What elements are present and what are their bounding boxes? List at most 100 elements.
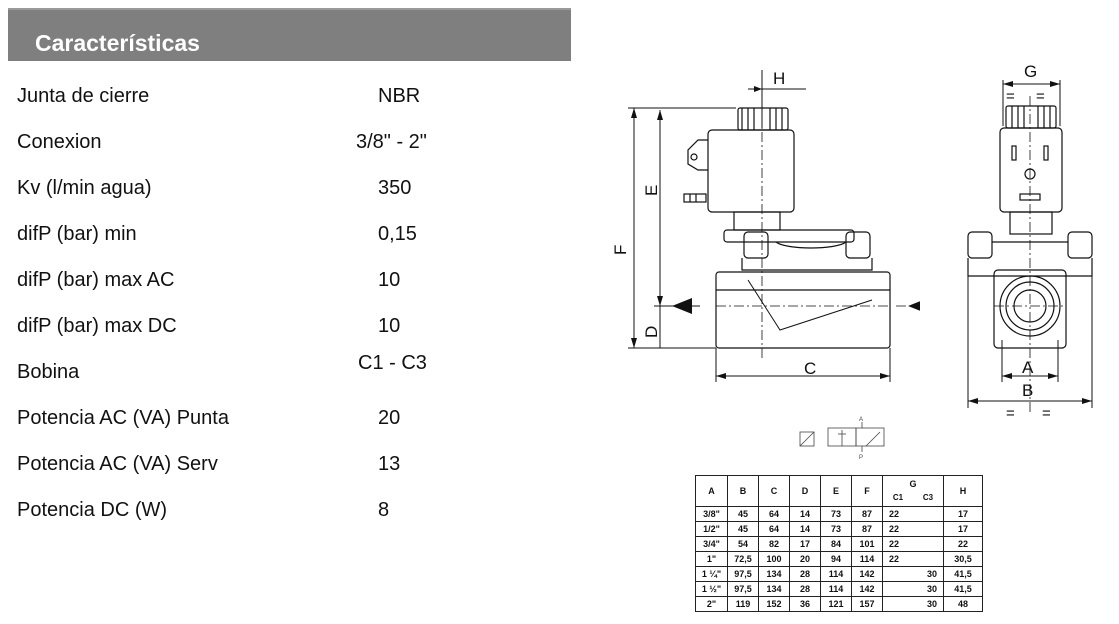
table-cell: 3/8" xyxy=(695,506,728,522)
table-cell: 82 xyxy=(758,536,790,552)
table-cell: 30 xyxy=(913,596,944,612)
dim-label-h: H xyxy=(773,69,785,88)
section-header: Características xyxy=(8,8,571,61)
table-cell: 87 xyxy=(851,506,883,522)
table-cell: 97,5 xyxy=(727,566,759,582)
dim-label-b: B xyxy=(1022,381,1033,400)
table-header-cell: A xyxy=(695,475,728,507)
table-header-cell: E xyxy=(820,475,852,507)
table-cell: 84 xyxy=(820,536,852,552)
section-title: Características xyxy=(35,30,200,56)
spec-value: 8 xyxy=(378,499,390,521)
dim-label-a: A xyxy=(1022,358,1034,377)
spec-value: 10 xyxy=(378,315,401,337)
dim-label-d: D xyxy=(642,326,661,338)
table-cell: 22 xyxy=(882,506,913,522)
spec-row: Potencia DC (W) 8 xyxy=(17,499,537,529)
table-cell: 114 xyxy=(851,551,883,567)
spec-label: Bobina xyxy=(17,361,80,383)
spec-label: Junta de cierre xyxy=(17,85,150,107)
table-cell: 14 xyxy=(789,506,821,522)
table-cell: 100 xyxy=(758,551,790,567)
table-cell: 28 xyxy=(789,581,821,597)
port-label-a: A xyxy=(859,417,863,423)
table-cell: 45 xyxy=(727,521,759,537)
table-header-cell: C xyxy=(758,475,790,507)
table-cell xyxy=(913,506,944,522)
spec-row: difP (bar) min 0,15 xyxy=(17,223,537,253)
spec-label: Potencia AC (VA) Punta xyxy=(17,407,229,429)
spec-row: Conexion 3/8" - 2" xyxy=(17,131,537,161)
table-cell: 134 xyxy=(758,581,790,597)
table-header-cell: B xyxy=(727,475,759,507)
table-cell xyxy=(882,581,913,597)
dim-label-c: C xyxy=(804,359,816,378)
spec-row: Junta de cierre NBR xyxy=(17,85,537,115)
g-sub-c1: C1 xyxy=(892,493,904,502)
table-cell: 121 xyxy=(820,596,852,612)
table-cell: 157 xyxy=(851,596,883,612)
table-cell: 101 xyxy=(851,536,883,552)
table-cell: 22 xyxy=(882,536,913,552)
table-header-cell: F xyxy=(851,475,883,507)
table-cell: 30 xyxy=(913,566,944,582)
table-cell: 28 xyxy=(789,566,821,582)
table-cell: 17 xyxy=(943,506,983,522)
spec-label: difP (bar) min xyxy=(17,223,137,245)
side-view-drawing: H F E D C xyxy=(611,69,920,382)
spec-value: 3/8" - 2" xyxy=(356,131,427,153)
table-cell: 22 xyxy=(882,551,913,567)
dim-label-f: F xyxy=(611,245,630,255)
eq-mark-bottom-left: = xyxy=(1006,405,1015,420)
table-header-cell-g: G C1 C3 xyxy=(882,475,944,507)
spec-value: C1 - C3 xyxy=(358,352,427,374)
table-cell: 142 xyxy=(851,566,883,582)
g-sub-c3: C3 xyxy=(922,493,934,502)
table-cell: 97,5 xyxy=(727,581,759,597)
table-cell: 94 xyxy=(820,551,852,567)
eq-mark-bottom-right: = xyxy=(1042,405,1051,420)
dim-label-g: G xyxy=(1024,62,1037,81)
spec-label: difP (bar) max DC xyxy=(17,315,177,337)
table-cell: 73 xyxy=(820,506,852,522)
spec-value: 350 xyxy=(378,177,412,199)
table-cell: 114 xyxy=(820,566,852,582)
spec-value: NBR xyxy=(378,85,421,107)
spec-label: difP (bar) max AC xyxy=(17,269,175,291)
eq-mark-left: = xyxy=(1006,88,1015,105)
table-cell: 20 xyxy=(789,551,821,567)
table-cell: 30,5 xyxy=(943,551,983,567)
table-cell: 22 xyxy=(943,536,983,552)
table-cell: 114 xyxy=(820,581,852,597)
spec-value: 0,15 xyxy=(378,223,417,245)
table-cell: 22 xyxy=(882,521,913,537)
spec-value: 20 xyxy=(378,407,401,429)
table-cell: 30 xyxy=(913,581,944,597)
spec-row: Potencia AC (VA) Serv 13 xyxy=(17,453,537,483)
table-cell xyxy=(913,521,944,537)
table-cell: 1/2" xyxy=(695,521,728,537)
spec-label: Potencia AC (VA) Serv xyxy=(17,453,218,475)
table-cell: 17 xyxy=(789,536,821,552)
table-cell: 41,5 xyxy=(943,566,983,582)
table-cell: 64 xyxy=(758,521,790,537)
table-cell: 45 xyxy=(727,506,759,522)
table-cell: 73 xyxy=(820,521,852,537)
spec-row: difP (bar) max AC 10 xyxy=(17,269,537,299)
table-cell: 152 xyxy=(758,596,790,612)
table-cell: 134 xyxy=(758,566,790,582)
table-cell xyxy=(882,566,913,582)
eq-mark-right: = xyxy=(1036,88,1045,105)
table-cell: 14 xyxy=(789,521,821,537)
table-cell: 41,5 xyxy=(943,581,983,597)
spec-value: 10 xyxy=(378,269,401,291)
spec-row: Kv (l/min agua) 350 xyxy=(17,177,537,207)
